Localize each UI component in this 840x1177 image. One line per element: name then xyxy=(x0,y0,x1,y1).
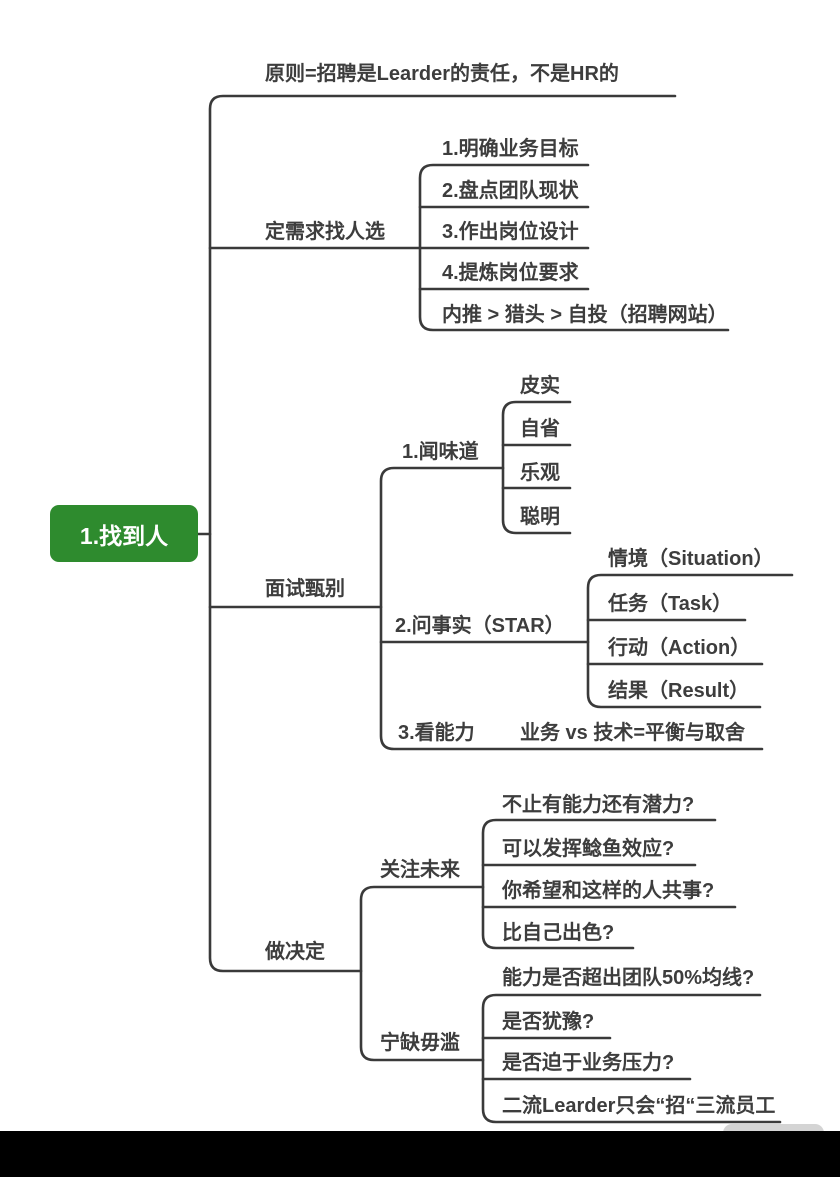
connector xyxy=(379,466,764,751)
node-outshine[interactable]: 比自己出色? xyxy=(502,922,615,944)
node-ask-facts-star[interactable]: 2.问事实（STAR） xyxy=(395,615,565,637)
node-work-with[interactable]: 你希望和这样的人共事? xyxy=(502,880,715,902)
node-refine-requirements[interactable]: 4.提炼岗位要求 xyxy=(442,262,579,284)
node-result[interactable]: 结果（Result） xyxy=(608,680,750,702)
node-optimistic[interactable]: 乐观 xyxy=(520,462,560,484)
connector xyxy=(586,573,794,709)
connector xyxy=(481,993,782,1124)
node-self-reflect[interactable]: 自省 xyxy=(520,418,560,440)
node-resilient[interactable]: 皮实 xyxy=(520,375,560,397)
node-action[interactable]: 行动（Action） xyxy=(608,637,751,659)
node-check-ability[interactable]: 3.看能力 xyxy=(398,722,475,744)
node-clarify-goal[interactable]: 1.明确业务目标 xyxy=(442,138,579,160)
node-recruit-channels[interactable]: 内推 > 猎头 > 自投（招聘网站） xyxy=(442,304,728,326)
node-situation[interactable]: 情境（Situation） xyxy=(608,548,774,570)
connector xyxy=(481,818,717,950)
node-balance-tradeoff[interactable]: 业务 vs 技术=平衡与取舍 xyxy=(520,722,746,744)
node-second-rate-leader[interactable]: 二流Learder只会“招“三流员工 xyxy=(502,1095,776,1117)
node-smart[interactable]: 聪明 xyxy=(520,506,560,528)
node-business-pressure[interactable]: 是否迫于业务压力? xyxy=(502,1052,675,1074)
node-decide[interactable]: 做决定 xyxy=(265,941,325,963)
node-focus-future[interactable]: 关注未来 xyxy=(380,859,460,881)
node-potential[interactable]: 不止有能力还有潜力? xyxy=(502,794,695,816)
node-team-inventory[interactable]: 2.盘点团队现状 xyxy=(442,180,579,202)
connector xyxy=(501,400,572,535)
bottom-bar xyxy=(0,1131,840,1177)
connector xyxy=(359,885,485,1062)
node-task[interactable]: 任务（Task） xyxy=(608,593,733,615)
node-principle[interactable]: 原则=招聘是Learder的责任，不是HR的 xyxy=(265,63,619,85)
node-root[interactable]: 1.找到人 xyxy=(50,505,198,562)
node-interview-screen[interactable]: 面试甄别 xyxy=(265,578,345,600)
node-hesitate[interactable]: 是否犹豫? xyxy=(502,1011,595,1033)
node-smell[interactable]: 1.闻味道 xyxy=(402,441,479,463)
node-above-average[interactable]: 能力是否超出团队50%均线? xyxy=(502,967,755,989)
node-rather-none[interactable]: 宁缺毋滥 xyxy=(380,1032,460,1054)
node-define-need[interactable]: 定需求找人选 xyxy=(265,221,385,243)
node-catfish-effect[interactable]: 可以发挥鲶鱼效应? xyxy=(502,838,675,860)
node-job-design[interactable]: 3.作出岗位设计 xyxy=(442,221,579,243)
